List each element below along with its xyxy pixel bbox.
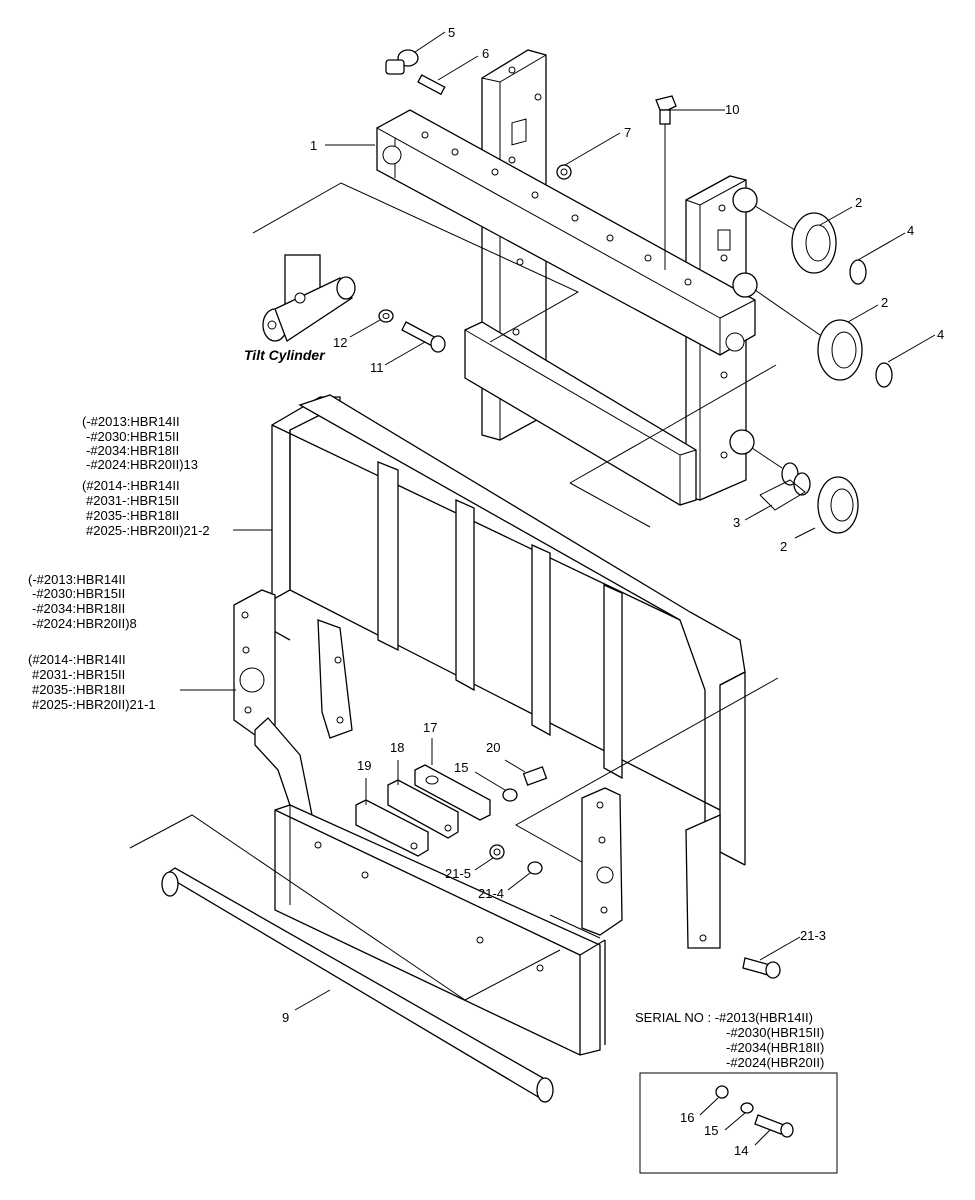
backrest-note-line: #2035-:HBR18II	[86, 508, 179, 523]
callout-12: 12	[333, 335, 347, 350]
callout-19: 19	[357, 758, 371, 773]
roller-2-middle	[732, 272, 893, 388]
callout-15a: 15	[454, 760, 468, 775]
callout-11: 11	[370, 360, 384, 375]
carriage-note-line: -#2034:HBR18II	[32, 601, 125, 616]
part-15-washer	[502, 788, 518, 802]
detail-inset	[639, 1072, 838, 1174]
carriage-note-line: -#2024:HBR20II)8	[32, 616, 137, 631]
shaft-9	[129, 814, 561, 1103]
callout-1: 1	[310, 138, 317, 153]
serial-note: SERIAL NO : -#2013(HBR14II) -#2030(HBR15…	[635, 1010, 824, 1070]
serial-note-line: SERIAL NO : -#2013(HBR14II)	[635, 1010, 813, 1025]
callout-2a: 2	[855, 195, 862, 210]
carriage-note-line: (#2014-:HBR14II	[28, 652, 126, 667]
backrest-note-line: -#2024:HBR20II)13	[86, 457, 198, 472]
leader-lines	[180, 31, 936, 1146]
callout-3: 3	[733, 515, 740, 530]
carriage-note-line: #2035-:HBR18II	[32, 682, 125, 697]
load-backrest	[271, 394, 746, 949]
part-20-bolt	[522, 766, 548, 786]
roller-2-upper	[732, 187, 867, 285]
roller-axis-lines	[751, 205, 821, 511]
callout-4a: 4	[907, 223, 914, 238]
callout-6: 6	[482, 46, 489, 61]
callout-21-4: 21-4	[478, 886, 504, 901]
backrest-note-line: #2025-:HBR20II)21-2	[86, 523, 210, 538]
callout-17: 17	[423, 720, 437, 735]
callout-21-5: 21-5	[445, 866, 471, 881]
part-7-nut	[556, 164, 572, 180]
cross-bar	[376, 109, 756, 356]
callout-18: 18	[390, 740, 404, 755]
callout-10: 10	[725, 102, 739, 117]
callout-20: 20	[486, 740, 500, 755]
plate-17	[414, 764, 491, 821]
backrest-note-line: (#2014-:HBR14II	[82, 478, 180, 493]
backrest-note: (-#2013:HBR14II -#2030:HBR15II -#2034:HB…	[82, 414, 210, 538]
serial-note-line: -#2030(HBR15II)	[726, 1025, 824, 1040]
callout-4b: 4	[937, 327, 944, 342]
callout-2b: 2	[881, 295, 888, 310]
callout-labels: 1 5 6 7 10 2 4 2 4 3 2 12 11 Tilt Cylind…	[244, 25, 944, 1158]
part-11-bolt	[401, 321, 446, 353]
reference-plane-upper	[252, 182, 777, 528]
part-12-washer	[378, 309, 394, 323]
backrest-note-line: #2031-:HBR15II	[86, 493, 179, 508]
carriage-note-line: #2025-:HBR20II)21-1	[32, 697, 156, 712]
carriage-note-line: (-#2013:HBR14II	[28, 572, 126, 587]
part-21-5-nut	[489, 844, 505, 860]
backrest-note-line: -#2034:HBR18II	[86, 443, 179, 458]
part-6-bolt	[417, 74, 446, 96]
serial-note-line: -#2034(HBR18II)	[726, 1040, 824, 1055]
lower-bar	[464, 321, 697, 506]
callout-9: 9	[282, 1010, 289, 1025]
callout-5: 5	[448, 25, 455, 40]
tilt-cylinder	[262, 254, 356, 342]
part-21-3-bolt	[742, 957, 781, 979]
part-21-4-washer	[527, 861, 543, 875]
roller-2-lower	[729, 429, 859, 534]
reference-plane-backrest	[514, 677, 779, 871]
callout-21-3: 21-3	[800, 928, 826, 943]
callout-7: 7	[624, 125, 631, 140]
backrest-note-line: -#2030:HBR15II	[86, 429, 179, 444]
carriage-note: (-#2013:HBR14II -#2030:HBR15II -#2034:HB…	[28, 572, 156, 712]
backrest-note-line: (-#2013:HBR14II	[82, 414, 180, 429]
callout-15b: 15	[704, 1123, 718, 1138]
callout-2c: 2	[780, 539, 787, 554]
part-10-pin	[655, 95, 677, 270]
carriage-note-line: -#2030:HBR15II	[32, 586, 125, 601]
part-5-fitting	[385, 49, 419, 75]
tilt-cylinder-label: Tilt Cylinder	[244, 347, 326, 363]
carriage-note-line: #2031-:HBR15II	[32, 667, 125, 682]
callout-14: 14	[734, 1143, 748, 1158]
fork-carriage	[233, 589, 623, 1056]
callout-16: 16	[680, 1110, 694, 1125]
serial-note-line: -#2024(HBR20II)	[726, 1055, 824, 1070]
